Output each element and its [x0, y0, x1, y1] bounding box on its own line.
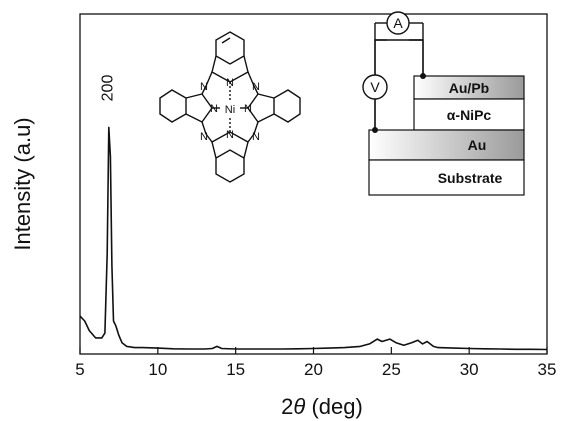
x-tick-label-10: 10	[148, 360, 167, 379]
peak-label-200: 200	[100, 75, 117, 102]
atom-n-bridge-bl: N	[200, 131, 208, 143]
x-axis-title-text: 2θ (deg)	[281, 394, 363, 419]
nipc-molecule-structure	[159, 31, 301, 183]
layer-substrate-label: Substrate	[438, 170, 503, 186]
atom-n-left: N	[210, 103, 218, 115]
x-axis-title: 2θ (deg)	[281, 394, 363, 419]
x-tick-label-5: 5	[75, 360, 84, 379]
xrd-pattern-line	[79, 126, 548, 351]
ammeter-label: A	[393, 15, 403, 31]
device-structure-inset: A V Au/Pb α-NiPc Au Substrate	[362, 11, 525, 196]
atom-n-right: N	[244, 103, 252, 115]
atom-ni: Ni	[225, 104, 235, 116]
layer-nipc-label: α-NiPc	[447, 107, 492, 123]
layer-nipc	[413, 98, 525, 131]
atom-n-bridge-br: N	[252, 131, 260, 143]
x-tick-label-20: 20	[304, 360, 323, 379]
x-tick-label-30: 30	[460, 360, 479, 379]
atom-n-bridge-tl: N	[200, 81, 208, 93]
x-tick-label-25: 25	[382, 360, 401, 379]
circuit-wire-right	[409, 39, 424, 74]
layer-au	[368, 129, 525, 161]
layer-au-label: Au	[468, 137, 487, 153]
x-tick-label-15: 15	[226, 360, 245, 379]
atom-n-bridge-tr: N	[252, 81, 260, 93]
x-tick-label-35: 35	[538, 360, 557, 379]
atom-n-bottom: N	[226, 129, 234, 141]
layer-substrate	[368, 159, 525, 196]
x-axis-ticks: 5 10 15 20 25 30 35	[75, 347, 556, 379]
y-axis-title: Intensity (a.u)	[10, 117, 35, 250]
voltmeter-label: V	[370, 79, 380, 95]
layer-au-pb-label: Au/Pb	[449, 80, 489, 96]
atom-n-top: N	[226, 77, 234, 89]
molecule-atom-labels: N N N N Ni N N N N	[200, 77, 260, 143]
